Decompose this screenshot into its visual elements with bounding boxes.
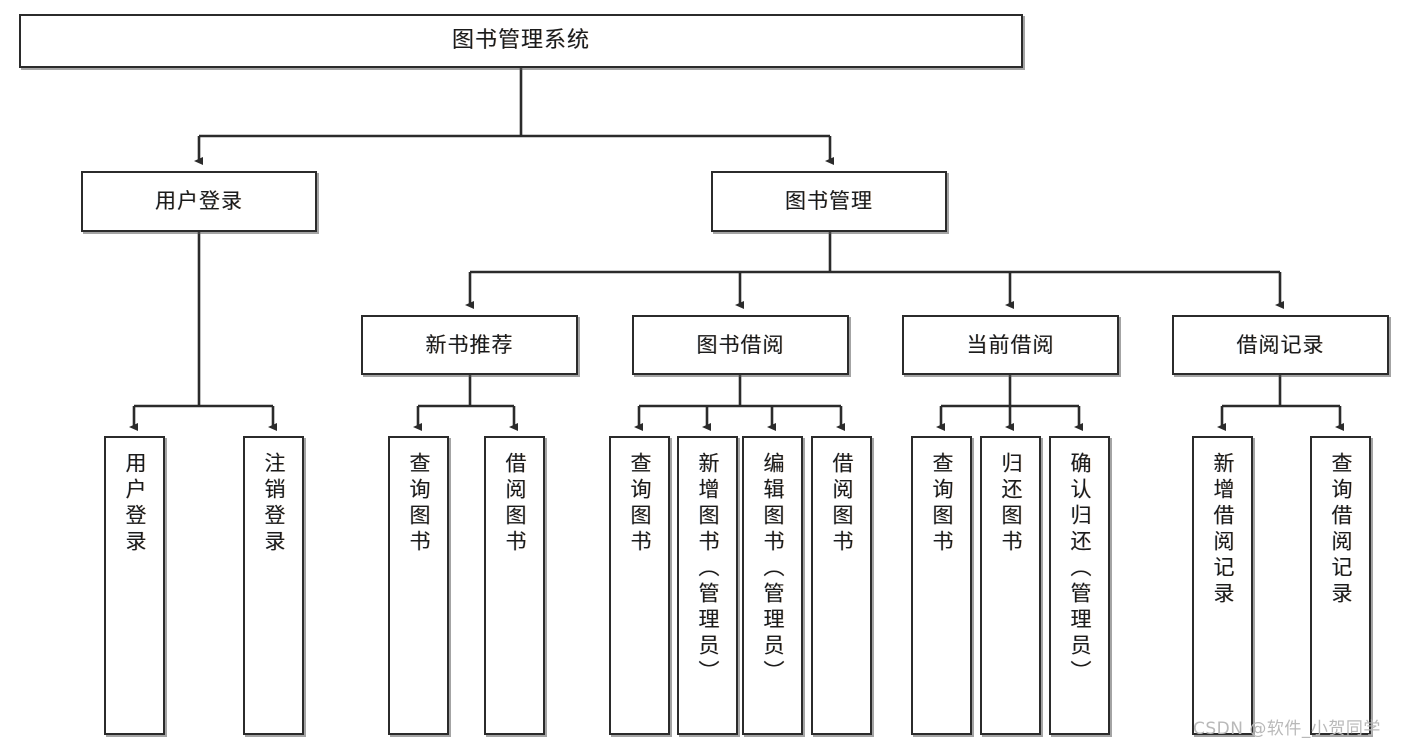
node-label: 借阅图书 — [503, 452, 527, 556]
node-label: 用户登录 — [123, 452, 147, 556]
leaf-query-books-current[interactable]: 查询图书 — [911, 436, 972, 735]
node-label: 编辑图书（管理员） — [761, 452, 785, 686]
node-label: 图书管理 — [785, 189, 873, 214]
node-label: 归还图书 — [999, 452, 1023, 556]
node-label: 查询图书 — [930, 452, 954, 556]
node-book-borrowing[interactable]: 图书借阅 — [632, 315, 849, 375]
node-root-book-management-system[interactable]: 图书管理系统 — [19, 14, 1023, 68]
node-new-book-recommendation[interactable]: 新书推荐 — [361, 315, 578, 375]
node-label: 图书借阅 — [696, 332, 785, 357]
leaf-add-book-admin[interactable]: 新增图书（管理员） — [677, 436, 738, 735]
leaf-query-books-recommendation[interactable]: 查询图书 — [388, 436, 449, 735]
leaf-query-books-borrowing[interactable]: 查询图书 — [609, 436, 670, 735]
node-label: 新书推荐 — [425, 332, 514, 357]
node-label: 用户登录 — [155, 189, 243, 214]
leaf-query-borrowing-record[interactable]: 查询借阅记录 — [1310, 436, 1371, 735]
node-label: 当前借阅 — [966, 332, 1055, 357]
node-user-login[interactable]: 用户登录 — [81, 171, 317, 232]
node-label: 注销登录 — [262, 452, 286, 556]
leaf-add-borrowing-record[interactable]: 新增借阅记录 — [1192, 436, 1253, 735]
leaf-return-books[interactable]: 归还图书 — [980, 436, 1041, 735]
leaf-confirm-return-admin[interactable]: 确认归还（管理员） — [1049, 436, 1110, 735]
leaf-logout[interactable]: 注销登录 — [243, 436, 304, 735]
node-current-borrowing[interactable]: 当前借阅 — [902, 315, 1119, 375]
node-label: 新增借阅记录 — [1211, 452, 1235, 608]
node-label: 借阅记录 — [1236, 332, 1325, 357]
leaf-borrow-books-borrowing[interactable]: 借阅图书 — [811, 436, 872, 735]
node-book-management[interactable]: 图书管理 — [711, 171, 947, 232]
leaf-user-login[interactable]: 用户登录 — [104, 436, 165, 735]
node-label: 确认归还（管理员） — [1068, 452, 1092, 686]
leaf-borrow-books-recommendation[interactable]: 借阅图书 — [484, 436, 545, 735]
node-label: 查询借阅记录 — [1329, 452, 1353, 608]
node-label: 新增图书（管理员） — [696, 452, 720, 686]
node-label: 查询图书 — [407, 452, 431, 556]
leaf-edit-book-admin[interactable]: 编辑图书（管理员） — [742, 436, 803, 735]
node-label: 借阅图书 — [830, 452, 854, 556]
node-borrowing-records[interactable]: 借阅记录 — [1172, 315, 1389, 375]
node-label: 图书管理系统 — [451, 28, 590, 54]
node-label: 查询图书 — [628, 452, 652, 556]
